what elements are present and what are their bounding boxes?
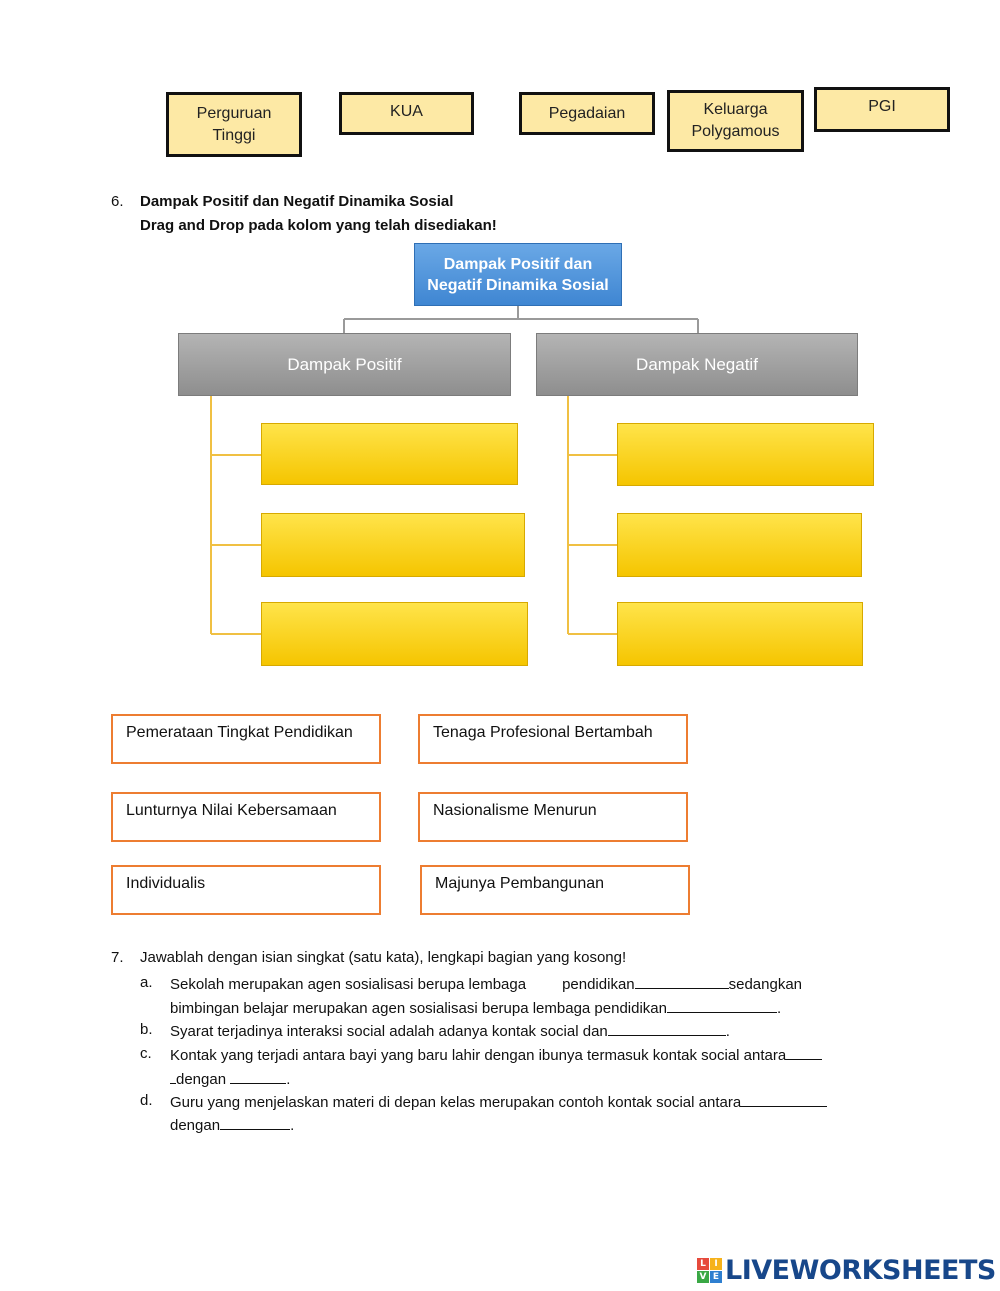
blank-input[interactable] (786, 1045, 823, 1060)
item-text: sedangkan (728, 976, 803, 993)
item-text: Kontak yang terjadi antara bayi yang bar… (170, 1047, 787, 1064)
item-text: . (286, 1071, 291, 1088)
hierarchy-connectors (210, 306, 699, 635)
card-label: Pegadaian (548, 104, 626, 122)
category-label: Dampak Negatif (636, 354, 758, 374)
choice-item[interactable]: Lunturnya Nilai Kebersamaan (111, 792, 381, 842)
item-d-line1: Guru yang menjelaskan materi di depan ke… (170, 1092, 828, 1111)
root-node: Dampak Positif dan Negatif Dinamika Sosi… (414, 243, 622, 306)
card-label: KUA (390, 103, 423, 120)
drop-zone-positive-1[interactable] (261, 423, 518, 485)
choice-item[interactable]: Individualis (111, 865, 381, 915)
logo-text: LIVEWORKSHEETS (725, 1255, 996, 1286)
drop-zone-positive-2[interactable] (261, 513, 525, 577)
choice-label: Majunya Pembangunan (435, 875, 605, 892)
item-text: . (290, 1117, 295, 1134)
blank-input[interactable] (170, 1069, 176, 1084)
item-c-line1: Kontak yang terjadi antara bayi yang bar… (170, 1045, 823, 1064)
card-label: Keluarga Polygamous (691, 101, 780, 140)
logo-badge-icon: L I V E (697, 1258, 722, 1283)
category-dampak-positif: Dampak Positif (178, 333, 511, 396)
item-text: bimbingan belajar merupakan agen sosiali… (170, 1000, 667, 1017)
card-kua[interactable]: KUA (339, 92, 474, 135)
card-label: Perguruan Tinggi (196, 104, 272, 144)
root-node-label: Dampak Positif dan Negatif Dinamika Sosi… (427, 255, 609, 294)
liveworksheets-logo: L I V E LIVEWORKSHEETS (697, 1255, 996, 1286)
choice-label: Pemerataan Tingkat Pendidikan (126, 724, 353, 741)
item-text: Syarat terjadinya interaksi social adala… (170, 1023, 608, 1040)
choice-item[interactable]: Tenaga Profesional Bertambah (418, 714, 688, 764)
drop-zone-negative-2[interactable] (617, 513, 862, 577)
choice-label: Tenaga Profesional Bertambah (433, 724, 653, 741)
item-a-line2: bimbingan belajar merupakan agen sosiali… (170, 998, 781, 1017)
item-text: pendidikan (562, 976, 635, 993)
item-d-line2: dengan. (170, 1115, 294, 1134)
item-label: d. (140, 1092, 153, 1109)
choice-label: Nasionalisme Menurun (433, 802, 597, 819)
question-prompt: Jawablah dengan isian singkat (satu kata… (140, 949, 627, 966)
blank-input[interactable] (230, 1069, 287, 1084)
drop-zone-positive-3[interactable] (261, 602, 528, 666)
blank-input[interactable] (220, 1115, 291, 1130)
choice-label: Lunturnya Nilai Kebersamaan (126, 802, 337, 819)
item-text: . (777, 1000, 782, 1017)
question-number: 6. (111, 193, 124, 210)
choice-label: Individualis (126, 875, 206, 892)
item-text: Guru yang menjelaskan materi di depan ke… (170, 1094, 742, 1111)
drop-zone-negative-3[interactable] (617, 602, 863, 666)
category-label: Dampak Positif (287, 354, 402, 374)
card-perguruan-tinggi[interactable]: Perguruan Tinggi (166, 92, 302, 157)
item-text: . (725, 1023, 730, 1040)
blank-input[interactable] (741, 1092, 828, 1107)
blank-input[interactable] (607, 1021, 726, 1036)
item-b-line: Syarat terjadinya interaksi social adala… (170, 1021, 730, 1040)
item-text: dengan (176, 1071, 227, 1088)
drop-zone-negative-1[interactable] (617, 423, 874, 486)
question-title: Dampak Positif dan Negatif Dinamika Sosi… (140, 193, 454, 210)
question-instruction: Drag and Drop pada kolom yang telah dise… (140, 217, 497, 234)
card-keluarga-polygamous[interactable]: Keluarga Polygamous (667, 90, 804, 152)
item-label: b. (140, 1021, 153, 1038)
question-number: 7. (111, 949, 124, 966)
blank-input[interactable] (667, 998, 777, 1013)
category-dampak-negatif: Dampak Negatif (536, 333, 858, 396)
choice-item[interactable]: Nasionalisme Menurun (418, 792, 688, 842)
card-pgi[interactable]: PGI (814, 87, 950, 132)
choice-item[interactable]: Majunya Pembangunan (420, 865, 690, 915)
card-pegadaian[interactable]: Pegadaian (519, 92, 655, 135)
item-label: a. (140, 974, 153, 991)
item-c-line2: dengan . (170, 1069, 290, 1088)
choice-item[interactable]: Pemerataan Tingkat Pendidikan (111, 714, 381, 764)
card-label: PGI (868, 98, 896, 115)
item-label: c. (140, 1045, 152, 1062)
item-text: dengan (170, 1117, 221, 1134)
blank-input[interactable] (634, 974, 729, 989)
item-a-line1: Sekolah merupakan agen sosialisasi berup… (170, 974, 802, 993)
item-text: Sekolah merupakan agen sosialisasi berup… (170, 976, 527, 993)
